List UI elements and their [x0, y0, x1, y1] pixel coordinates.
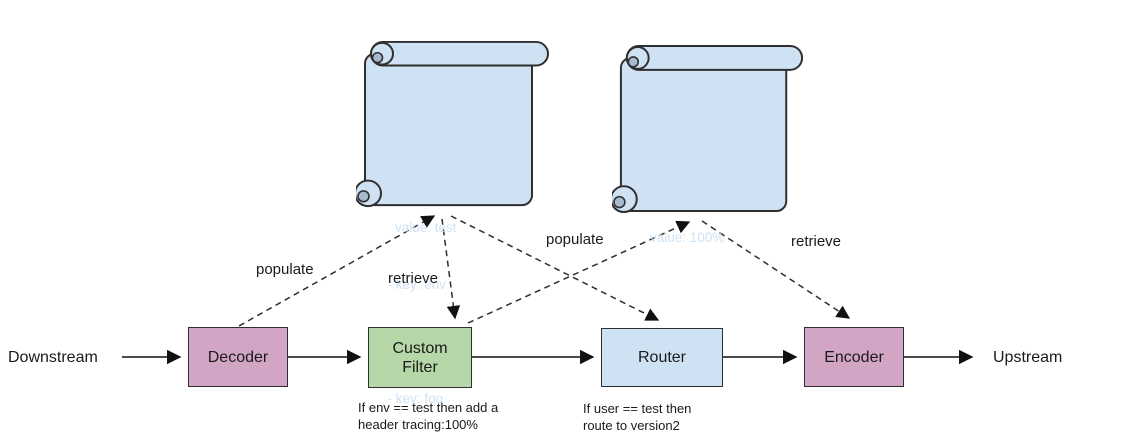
- edge-label-retrieve-filter: retrieve: [388, 270, 439, 287]
- scroll-line: value: test: [380, 220, 457, 235]
- node-encoder: Encoder: [804, 327, 904, 387]
- mutation-scroll-text: Mutation - key: tracing value: 100%: [635, 76, 724, 285]
- edge-label-populate-filter: populate: [546, 231, 604, 248]
- scroll-line: - key: user: [380, 163, 451, 178]
- mutation-scroll: Mutation - key: tracing value: 100%: [612, 42, 810, 245]
- scroll-line: - key: tracing: [635, 173, 720, 188]
- scroll-shape-icon: [356, 40, 549, 208]
- node-decoder: Decoder: [188, 327, 288, 387]
- scroll-line: - key: foo: [380, 391, 444, 406]
- edge-label-populate-decoder: populate: [256, 261, 314, 278]
- scroll-shape-icon: [612, 44, 804, 214]
- scroll-top-roll-icon: [370, 40, 549, 67]
- node-label: Router: [637, 349, 687, 366]
- scroll-line: value: 100%: [635, 230, 725, 245]
- metadata-scroll: Metadata - key: user value: test - key: …: [356, 38, 556, 406]
- node-label: Decoder: [207, 348, 269, 366]
- edge-label-retrieve-encoder: retrieve: [791, 233, 842, 250]
- node-label: Encoder: [824, 348, 884, 366]
- custom-filter-caption: If env == test then add a header tracing…: [358, 400, 499, 432]
- node-custom-filter: Custom Filter: [368, 327, 472, 388]
- node-router: Router: [601, 328, 723, 387]
- upstream-label: Upstream: [993, 349, 1063, 366]
- router-caption: If user == test then route to version2: [583, 401, 692, 433]
- scroll-line: - key: env: [380, 277, 447, 292]
- scroll-top-roll-icon: [625, 44, 804, 71]
- scroll-line: Mutation: [635, 116, 687, 131]
- downstream-label: Downstream: [8, 349, 98, 366]
- node-label: Custom Filter: [392, 339, 448, 376]
- scroll-line: Metadata: [380, 106, 437, 121]
- metadata-scroll-text: Metadata - key: user value: test - key: …: [380, 66, 457, 446]
